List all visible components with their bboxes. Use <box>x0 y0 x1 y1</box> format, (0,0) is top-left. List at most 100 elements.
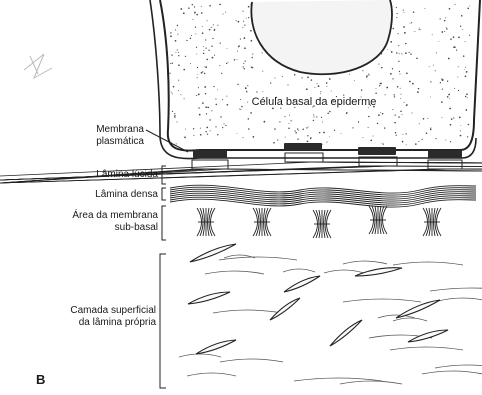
stipple-dot <box>465 41 466 42</box>
stipple-dot <box>288 123 289 124</box>
stipple-dot <box>310 138 311 139</box>
stipple-dot <box>175 52 176 53</box>
lamina-densa-band <box>170 185 476 207</box>
stipple-dot <box>463 55 465 57</box>
stipple-dot <box>370 140 372 142</box>
fibroblast <box>408 330 448 342</box>
stipple-dot <box>170 63 171 64</box>
stipple-dot <box>316 116 317 117</box>
label-camada-superficial: Camada superficial da lâmina própria <box>44 305 156 329</box>
fibroblast <box>396 300 440 318</box>
stipple-dot <box>466 93 468 95</box>
stipple-dot <box>384 127 385 128</box>
stipple-dot <box>368 116 370 118</box>
stipple-dot <box>405 52 407 54</box>
stipple-dot <box>237 84 238 85</box>
stipple-dot <box>392 109 393 110</box>
stipple-dot <box>362 70 363 71</box>
stipple-dot <box>204 66 205 67</box>
stipple-dot <box>195 27 196 28</box>
stipple-dot <box>209 5 211 7</box>
stipple-dot <box>457 77 458 78</box>
stipple-dot <box>196 54 197 55</box>
stipple-dot <box>206 127 208 129</box>
stipple-dot <box>180 94 181 95</box>
stipple-dot <box>211 110 212 111</box>
stipple-dot <box>262 91 263 92</box>
stipple-dot <box>418 88 420 90</box>
filament <box>362 166 482 180</box>
stipple-dot <box>329 111 330 112</box>
stipple-dot <box>379 85 380 86</box>
stipple-dot <box>415 143 417 145</box>
stipple-dot <box>418 141 419 142</box>
stipple-dot <box>279 121 280 122</box>
cell-label: Célula basal da epiderme <box>214 96 414 108</box>
stipple-dot <box>226 63 227 64</box>
stipple-dot <box>220 116 221 117</box>
stipple-dot <box>204 86 206 88</box>
collagen-fiber <box>187 373 236 376</box>
stipple-dot <box>460 26 461 27</box>
stipple-dot <box>174 116 176 118</box>
stipple-dot <box>430 128 431 129</box>
collagen-fiber <box>294 378 382 381</box>
stipple-dot <box>424 8 425 9</box>
stipple-dot <box>285 137 286 138</box>
stipple-dot <box>313 120 314 121</box>
stipple-dot <box>298 130 299 131</box>
stipple-dot <box>462 29 463 30</box>
stipple-dot <box>454 4 455 5</box>
stipple-dot <box>178 80 179 81</box>
stipple-dot <box>196 14 198 16</box>
stipple-dot <box>306 127 307 128</box>
stipple-dot <box>252 67 253 68</box>
stipple-dot <box>399 53 400 54</box>
stipple-dot <box>185 56 186 57</box>
stipple-dot <box>234 59 235 60</box>
stipple-dot <box>323 132 325 134</box>
fibroblast <box>284 276 320 292</box>
stipple-dot <box>361 89 362 90</box>
stipple-dot <box>451 118 453 120</box>
stipple-dot <box>209 29 211 31</box>
stipple-dot <box>453 47 455 49</box>
stipple-dot <box>302 129 304 131</box>
stipple-dot <box>378 64 379 65</box>
stipple-dot <box>382 113 384 115</box>
stipple-dot <box>207 107 209 109</box>
stipple-dot <box>243 63 244 64</box>
stipple-dot <box>419 29 420 30</box>
stipple-dot <box>225 12 226 13</box>
stipple-dot <box>438 41 439 42</box>
stipple-dot <box>205 47 206 48</box>
stipple-dot <box>217 89 218 90</box>
stipple-dot <box>368 73 369 74</box>
fibroblast <box>270 298 300 320</box>
collagen-fiber <box>422 371 482 374</box>
stipple-dot <box>262 71 263 72</box>
stipple-dot <box>401 94 402 95</box>
stipple-dot <box>366 75 368 77</box>
stipple-dot <box>403 26 405 28</box>
stipple-dot <box>244 68 245 69</box>
stipple-dot <box>177 34 178 35</box>
stipple-dot <box>398 33 399 34</box>
stipple-dot <box>211 27 212 28</box>
stipple-dot <box>403 10 404 11</box>
stipple-dot <box>465 67 466 68</box>
stipple-dot <box>250 30 252 32</box>
collagen-fiber <box>219 257 297 260</box>
stipple-dot <box>465 75 467 77</box>
stipple-dot <box>383 143 384 144</box>
stipple-dot <box>248 118 250 120</box>
stipple-dot <box>460 135 462 137</box>
stipple-dot <box>406 133 407 134</box>
stipple-dot <box>436 138 437 139</box>
stipple-dot <box>274 128 276 130</box>
stipple-dot <box>289 115 290 116</box>
stipple-dot <box>440 18 441 19</box>
stipple-dot <box>200 128 201 129</box>
stipple-dot <box>206 59 208 61</box>
label-camada-line2: da lâmina própria <box>44 317 156 329</box>
